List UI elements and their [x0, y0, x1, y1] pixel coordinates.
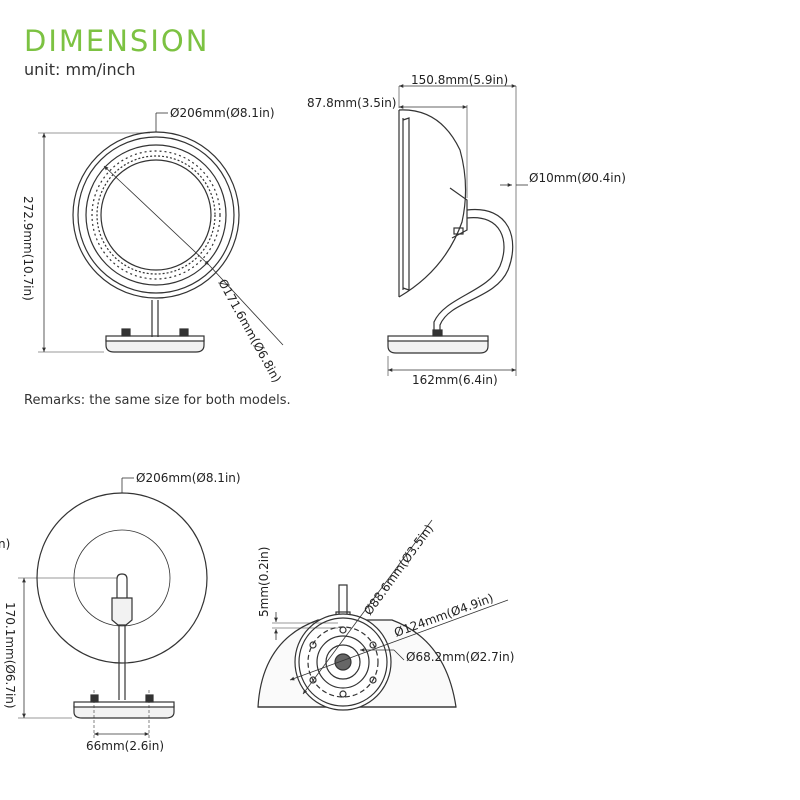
bottom-124-label: Ø124mm(Ø4.9in)	[392, 591, 495, 640]
back-height-label: 170.1mm(Ø6.7in)	[3, 602, 17, 709]
side-view	[387, 84, 528, 376]
back-outer-dia-label: Ø206mm(Ø8.1in)	[136, 471, 241, 485]
front-inner-dia-label: Ø171.6mm(Ø6.8in)	[215, 277, 283, 385]
remarks-text: Remarks: the same size for both models.	[24, 393, 291, 408]
bottom-5mm-label: 5mm(0.2in)	[257, 547, 271, 617]
back-view	[18, 477, 208, 740]
page-title: DIMENSION	[24, 24, 210, 58]
front-view	[38, 112, 284, 353]
side-depth-label: 150.8mm(5.9in)	[411, 73, 508, 87]
side-base-label: 162mm(6.4in)	[412, 373, 498, 387]
unit-label: unit: mm/inch	[24, 60, 136, 79]
bottom-886-label: Ø88.6mm(Ø3.5in)	[361, 522, 436, 618]
back-base-label: 66mm(2.6in)	[86, 739, 164, 753]
bottom-682-label: Ø68.2mm(Ø2.7in)	[406, 650, 514, 664]
bottom-view	[257, 519, 509, 711]
back-left-partial-label: n)	[0, 537, 10, 551]
side-pole-label: Ø10mm(Ø0.4in)	[529, 171, 626, 185]
side-shade-label: 87.8mm(3.5in)	[307, 96, 396, 110]
front-height-label: 272.9mm(10.7in)	[21, 196, 35, 301]
front-outer-dia-label: Ø206mm(Ø8.1in)	[170, 106, 275, 120]
